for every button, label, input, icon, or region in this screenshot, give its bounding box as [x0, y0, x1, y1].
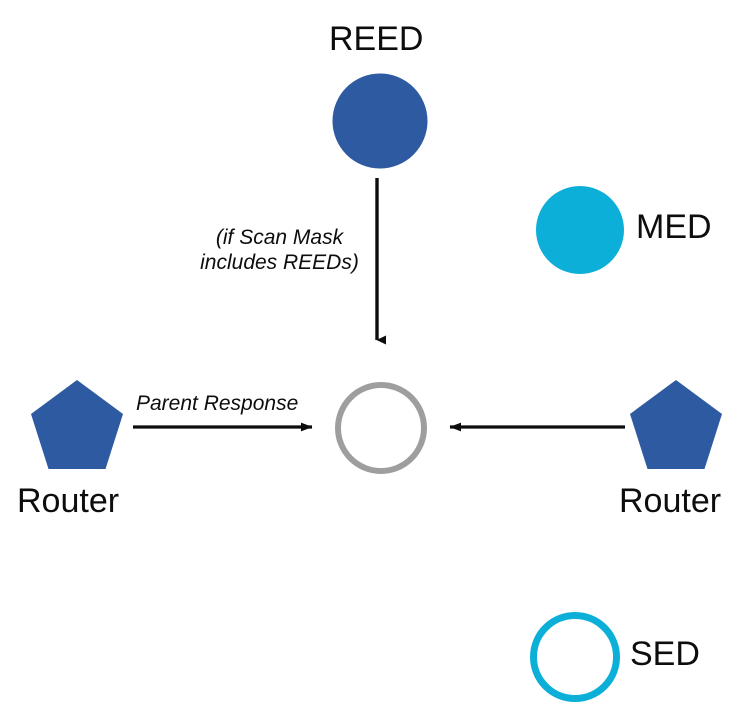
- router-right-pentagon-icon: [630, 380, 722, 469]
- edge-label-parent-response: Parent Response: [136, 392, 299, 415]
- sed-circle-icon: [530, 612, 620, 702]
- sed-label: SED: [630, 635, 700, 673]
- reed-label: REED: [329, 20, 424, 58]
- med-circle-icon: [536, 186, 624, 274]
- router-right-label: Router: [619, 482, 722, 520]
- joiner-circle-icon: [335, 382, 427, 474]
- router-left-label: Router: [17, 482, 120, 520]
- reed-circle-icon: [332, 73, 428, 169]
- med-label: MED: [636, 208, 712, 246]
- router-left-pentagon-icon: [31, 380, 123, 469]
- edge-label-scan-mask: (if Scan Mask includes REEDs): [200, 226, 359, 274]
